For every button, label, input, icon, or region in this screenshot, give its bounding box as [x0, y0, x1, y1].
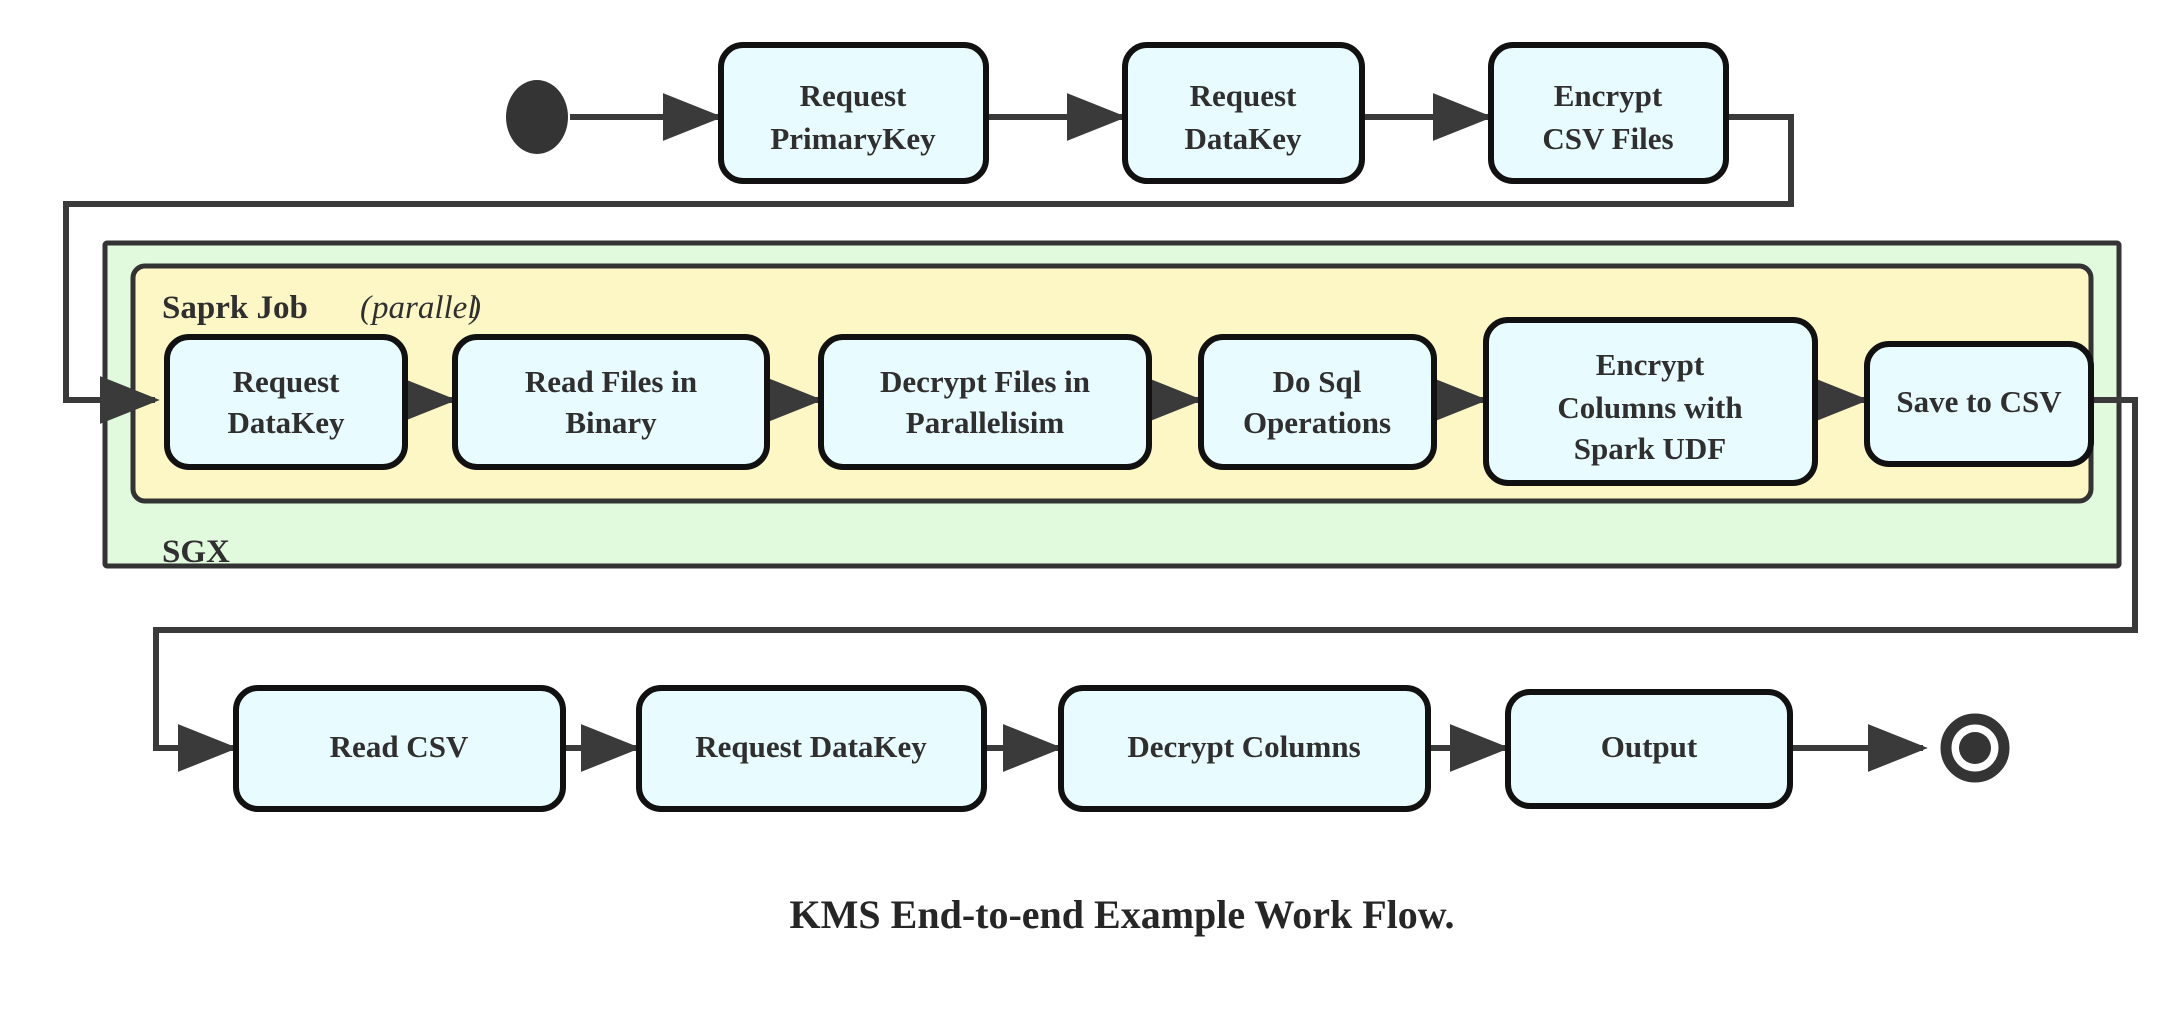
- node-decrypt-columns-line-1: Decrypt Columns: [1127, 729, 1360, 764]
- node-request-primarykey-box[interactable]: [718, 42, 989, 184]
- edge-save-csv-to-read-csv: [153, 397, 2138, 772]
- node-request-datakey-top-line-1: Request: [1190, 78, 1297, 113]
- sgx-label: SGX: [162, 534, 230, 570]
- node-read-csv-line-1: Read CSV: [330, 729, 469, 764]
- spark-job-qualifier: parallel: [370, 290, 477, 326]
- node-decrypt-files-in-parallelisim[interactable]: Decrypt Files in Parallelisim: [818, 334, 1152, 470]
- node-encrypt-columns-with-spark-udf-box[interactable]: [1483, 317, 1818, 486]
- node-request-datakey-spark[interactable]: Request DataKey: [164, 334, 408, 470]
- node-encrypt-columns-with-spark-udf[interactable]: Encrypt Columns with Spark UDF: [1483, 317, 1818, 486]
- end-node-center: [1959, 732, 1991, 764]
- node-read-files-in-binary[interactable]: Read Files in Binary: [452, 334, 770, 470]
- node-encrypt-csv-files[interactable]: Encrypt CSV Files: [1488, 42, 1729, 184]
- node-do-sql-operations[interactable]: Do Sql Operations: [1198, 334, 1437, 470]
- start-node: [506, 80, 568, 154]
- node-request-datakey-spark-line-2: DataKey: [227, 405, 345, 440]
- node-save-to-csv[interactable]: Save to CSV: [1864, 341, 2094, 467]
- node-request-primarykey-line-2: PrimaryKey: [770, 121, 936, 156]
- spark-job-qualifier-close: ): [468, 290, 481, 326]
- node-do-sql-operations-box[interactable]: [1198, 334, 1437, 470]
- node-request-datakey-top-box[interactable]: [1122, 42, 1365, 184]
- node-decrypt-columns-box[interactable]: [1058, 685, 1431, 812]
- node-request-datakey-top-line-2: DataKey: [1184, 121, 1302, 156]
- node-request-primarykey-line-1: Request: [800, 78, 907, 113]
- node-output-box[interactable]: [1505, 689, 1793, 809]
- node-encrypt-columns-with-spark-udf-line-3: Spark UDF: [1574, 431, 1726, 466]
- node-encrypt-columns-with-spark-udf-line-1: Encrypt: [1596, 347, 1705, 382]
- node-output-line-1: Output: [1601, 729, 1698, 764]
- node-request-datakey-spark-line-1: Request: [233, 364, 340, 399]
- end-node-ring: [1940, 713, 2010, 783]
- node-output[interactable]: Output: [1505, 689, 1793, 809]
- node-encrypt-csv-files-line-1: Encrypt: [1554, 78, 1663, 113]
- node-save-to-csv-line-1: Save to CSV: [1896, 384, 2062, 419]
- node-request-datakey-bottom[interactable]: Request DataKey: [636, 685, 987, 812]
- node-read-files-in-binary-box[interactable]: [452, 334, 770, 470]
- node-do-sql-operations-line-1: Do Sql: [1273, 364, 1362, 399]
- node-decrypt-files-in-parallelisim-line-1: Decrypt Files in: [880, 364, 1090, 399]
- node-do-sql-operations-line-2: Operations: [1243, 405, 1391, 440]
- node-decrypt-files-in-parallelisim-box[interactable]: [818, 334, 1152, 470]
- node-read-files-in-binary-line-1: Read Files in: [525, 364, 697, 399]
- node-encrypt-csv-files-line-2: CSV Files: [1542, 121, 1673, 156]
- node-save-to-csv-box[interactable]: [1864, 341, 2094, 467]
- spark-job-label: Saprk Job: [162, 290, 308, 326]
- node-request-datakey-bottom-line-1: Request DataKey: [695, 729, 927, 764]
- node-request-datakey-spark-box[interactable]: [164, 334, 408, 470]
- edge-encrypt-csv-to-spark-datakey: [63, 114, 1794, 424]
- node-decrypt-columns[interactable]: Decrypt Columns: [1058, 685, 1431, 812]
- node-request-primarykey[interactable]: Request PrimaryKey: [718, 42, 989, 184]
- node-read-files-in-binary-line-2: Binary: [565, 405, 657, 440]
- node-decrypt-files-in-parallelisim-line-2: Parallelisim: [906, 405, 1065, 440]
- spark-job-qualifier-open: (: [360, 290, 373, 326]
- node-request-datakey-top[interactable]: Request DataKey: [1122, 42, 1365, 184]
- node-encrypt-columns-with-spark-udf-line-2: Columns with: [1557, 390, 1742, 425]
- node-encrypt-csv-files-box[interactable]: [1488, 42, 1729, 184]
- node-request-datakey-bottom-box[interactable]: [636, 685, 987, 812]
- node-read-csv-box[interactable]: [233, 685, 566, 812]
- node-read-csv[interactable]: Read CSV: [233, 685, 566, 812]
- diagram-caption: KMS End-to-end Example Work Flow.: [790, 892, 1455, 937]
